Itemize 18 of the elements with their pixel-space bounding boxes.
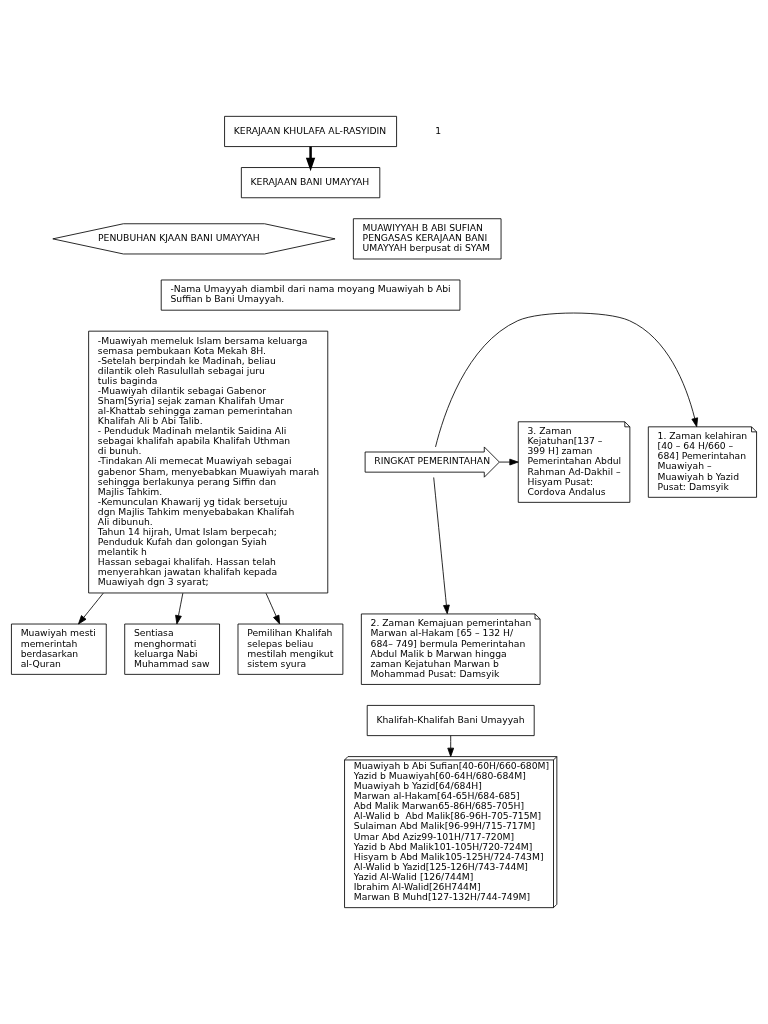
arrow xyxy=(78,592,104,625)
node-box: Muawiyah mesti memerintah berdasarkan al-Quran xyxy=(11,623,107,675)
arrow xyxy=(447,735,455,757)
arrow xyxy=(499,458,519,466)
node-box: -Nama Umayyah diambil dari nama moyang Muawiyah b Abi Suffian b Bani Umayyah. xyxy=(160,279,461,311)
label: 1 xyxy=(435,124,442,136)
arrow xyxy=(175,592,184,625)
node-box: KERAJAAN KHULAFA AL-RASYIDIN xyxy=(224,115,397,147)
node-box: Pemilihan Khalifah selepas beliau mestilah mengikut sistem syura xyxy=(237,623,344,675)
node-box: KERAJAAN BANI UMAYYAH xyxy=(240,167,381,199)
arrow xyxy=(265,592,281,625)
node-box: -Muawiyah memeluk Islam bersama keluarga semasa pembukaan Kota Mekah 8H. -Setelah berpindah ke Madinah, beliau dilantik oleh Rasulullah sebagai juru tulis baginda -Muawiyah dilantik sebagai Gabenor Sham[Syria] sejak zaman Khalifah Umar al-Khattab sehingga zaman pemerintahan Khalifah Ali b Abi Talib. - Penduduk Madinah melantik Saidina Ali sebagai khalifah apabila Khalifah Uthman di bunuh. -Tindakan Ali memecat Muawiyah sebagai gabenor Sham, menyebabkan Muawiyah marah sehingga berlakunya perang Siffin dan Majlis Tahkim. -Kemunculan Khawarij yg tidak bersetuju dgn Majlis Tahkim menyebabakan Khalifah Ali dibunuh. Tahun 14 hijrah, Umat Islam berpecah; Penduduk Kufah dan golongan Syiah melantik h Hassan sebagai khalifah. Hassan telah menyerahkan jawatan khalifah kepada Muawiyah dgn 3 syarat; xyxy=(88,330,329,594)
arrow xyxy=(305,146,316,172)
arrow xyxy=(435,312,699,448)
arrow xyxy=(433,477,450,615)
node-box: Sentiasa menghormati keluarga Nabi Muhammad saw xyxy=(124,623,220,675)
node-box: Khalifah-Khalifah Bani Umayyah xyxy=(366,705,535,737)
node-box: MUAWIYYAH B ABI SUFIAN PENGASAS KERAJAAN BANI UMAYYAH berpusat di SYAM xyxy=(352,218,502,260)
